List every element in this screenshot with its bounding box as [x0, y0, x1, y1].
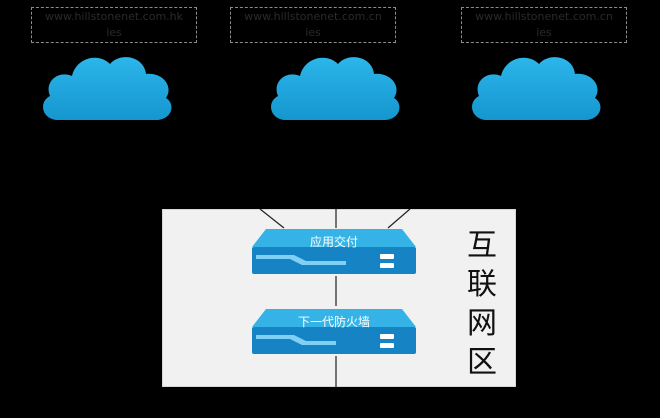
zone-label-char: 网	[467, 306, 497, 341]
url-box-1: www.hillstonenet.com.hk ies	[31, 7, 197, 43]
url-line: www.hillstonenet.com.cn	[475, 10, 613, 23]
firewall-device: 下一代防火墙	[250, 307, 418, 357]
device-label: 下一代防火墙	[297, 315, 370, 329]
url-line: www.hillstonenet.com.cn	[244, 10, 382, 23]
zone-label-char: 区	[467, 345, 497, 380]
device-label: 应用交付	[309, 235, 358, 249]
zone-label-char: 联	[467, 267, 497, 302]
zone-label-char: 互	[467, 228, 497, 263]
url-box-2: www.hillstonenet.com.cn ies	[230, 7, 396, 43]
zone-label: 互 联 网 区	[462, 226, 502, 382]
app-delivery-device: 应用交付	[250, 227, 418, 277]
cloud-icon	[465, 46, 605, 126]
cloud-icon	[264, 46, 404, 126]
url-line-suffix: ies	[305, 26, 321, 39]
url-line: www.hillstonenet.com.hk	[44, 10, 183, 23]
appliance-icon	[252, 229, 416, 274]
cloud-icon	[36, 46, 176, 126]
url-line-suffix: ies	[106, 26, 122, 39]
url-line-suffix: ies	[536, 26, 552, 39]
url-box-3: www.hillstonenet.com.cn ies	[461, 7, 627, 43]
appliance-icon	[252, 309, 416, 354]
